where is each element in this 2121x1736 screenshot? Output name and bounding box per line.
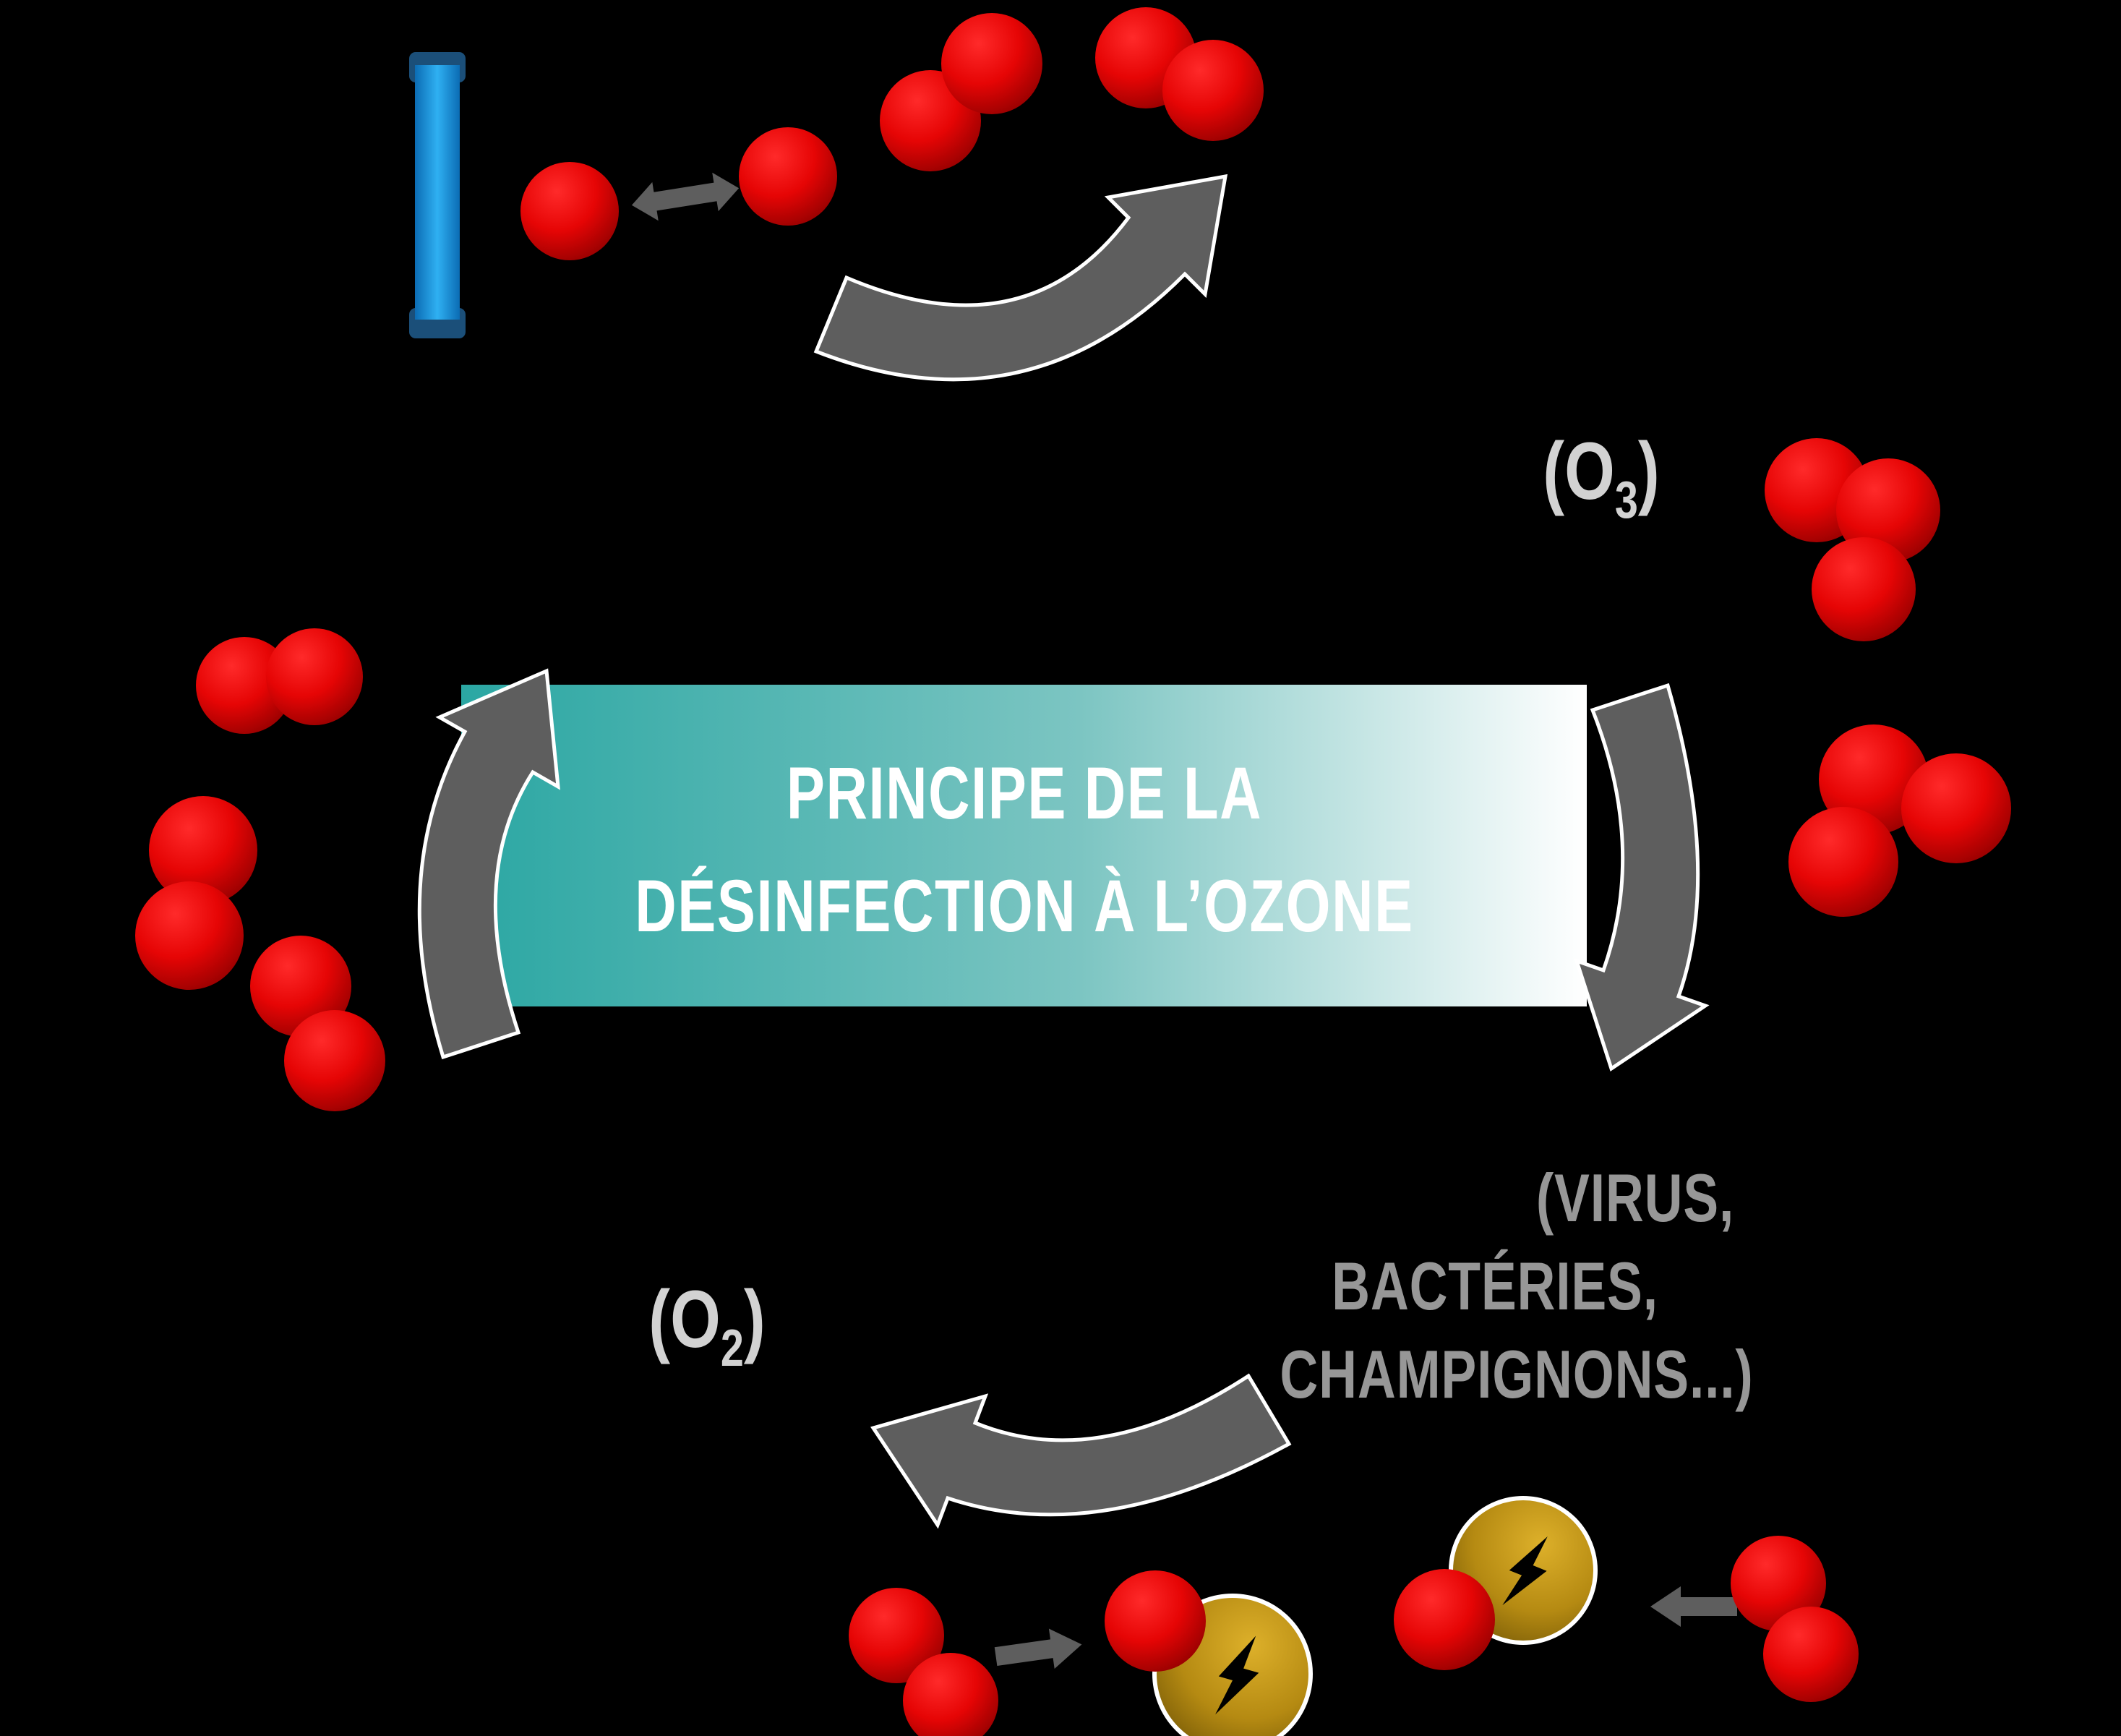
attack-arrow-left-icon	[1650, 1586, 1737, 1627]
oxygen-atom	[849, 1588, 944, 1683]
oxygen-formula-label: (O2)	[648, 1275, 765, 1377]
ozone-atom	[1819, 724, 1929, 834]
lamp-tube	[415, 65, 460, 320]
oxidation-scene-group	[849, 1496, 1859, 1736]
ozone-prefix: (O	[1543, 427, 1615, 517]
cycle-arrow-left	[417, 668, 560, 1060]
oxygen-atom	[135, 881, 244, 990]
cycle-arrow-right	[1574, 683, 1710, 1072]
cycle-arrow-bottom	[870, 1373, 1292, 1529]
ozone-formula-wrap: (O3)	[1543, 427, 1659, 529]
ozone-atom	[1901, 753, 2011, 863]
attack-arrow-right-icon	[994, 1628, 1082, 1669]
page-title-line1: PRINCIPE DE LA	[787, 753, 1262, 835]
oxygen-prefix: (O	[648, 1275, 721, 1365]
oxygen-atom	[284, 1010, 385, 1111]
targets-line1-wrap: (VIRUS,	[1536, 1160, 1734, 1236]
page-title-line2: DÉSINFECTION À L’OZONE	[635, 865, 1413, 948]
ozone-suffix: )	[1638, 427, 1660, 517]
title-banner	[461, 685, 1587, 1006]
oxygen-atom	[1763, 1607, 1859, 1702]
oxygen-atom	[1162, 40, 1264, 141]
oxygen-atom	[149, 796, 257, 905]
oxygen-pairs-group	[135, 628, 385, 1111]
lightning-shape	[1215, 1635, 1259, 1715]
targets-line2-wrap: BACTÉRIES,	[1332, 1248, 1658, 1324]
uv-lamp-icon	[409, 52, 466, 338]
oxygen-atom	[196, 637, 293, 734]
targets-label-line3: CHAMPIGNONS...)	[1280, 1336, 1753, 1412]
oxygen-atom	[266, 628, 363, 725]
oxygen-split-group	[520, 7, 1264, 260]
ozone-molecules-group	[1765, 438, 2011, 917]
arrow-left-shape	[1650, 1586, 1737, 1627]
ozone-atom	[1812, 537, 1916, 641]
title-line-2-wrap: DÉSINFECTION À L’OZONE	[635, 865, 1413, 948]
oxygen-atom	[903, 1653, 998, 1736]
targets-label-line2: BACTÉRIES,	[1332, 1248, 1658, 1324]
ozone-formula-label: (O3)	[1543, 427, 1659, 529]
oxygen-atom	[739, 127, 837, 226]
lightning-bolt-icon	[1215, 1635, 1259, 1715]
oxygen-atom	[1105, 1570, 1206, 1672]
split-double-arrow-icon	[631, 172, 740, 221]
ozone-subscript: 3	[1615, 471, 1638, 529]
oxygen-atom	[941, 13, 1042, 114]
lightning-shape	[1502, 1536, 1548, 1606]
oxygen-formula-wrap: (O2)	[648, 1275, 765, 1377]
oxygen-suffix: )	[744, 1275, 766, 1365]
cycle-arrow-top	[813, 174, 1228, 382]
oxygen-subscript: 2	[721, 1319, 744, 1377]
oxygen-atom	[1394, 1569, 1495, 1670]
ozone-atom	[1836, 458, 1940, 563]
targets-label-line1: (VIRUS,	[1536, 1160, 1734, 1236]
ozone-atom	[1788, 807, 1898, 917]
targets-label-group: (VIRUS, BACTÉRIES, CHAMPIGNONS...)	[1280, 1160, 1753, 1412]
oxygen-atom	[520, 162, 619, 260]
targets-line3-wrap: CHAMPIGNONS...)	[1280, 1336, 1753, 1412]
arrow-right-shape	[994, 1628, 1082, 1669]
title-line-1-wrap: PRINCIPE DE LA	[787, 753, 1262, 835]
double-arrow-shape	[631, 172, 740, 221]
lightning-bolt-icon	[1502, 1536, 1548, 1606]
oxygen-atom	[1731, 1536, 1826, 1631]
